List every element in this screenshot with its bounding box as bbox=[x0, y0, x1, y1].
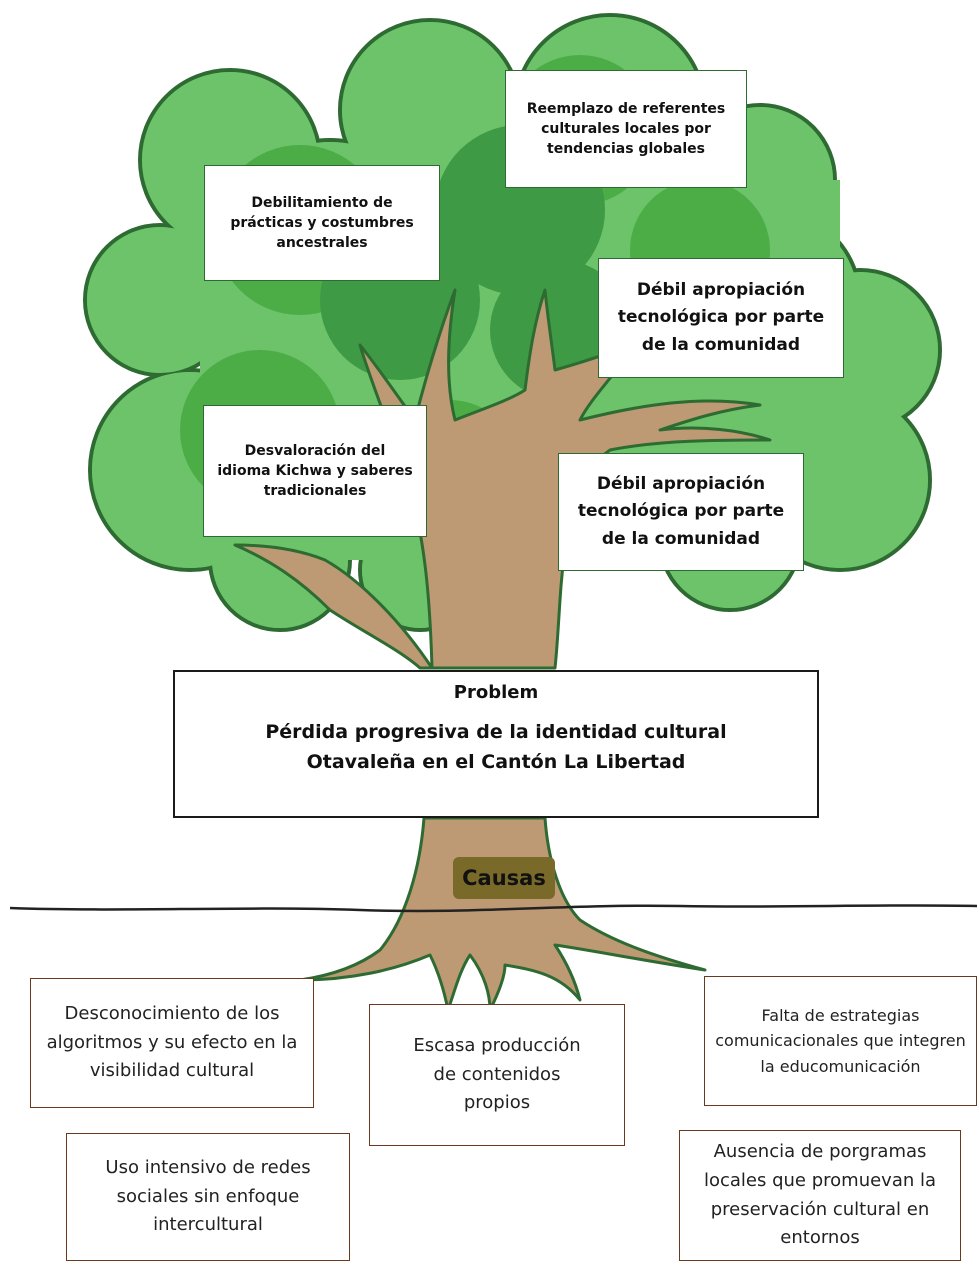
effect-box: Desvaloración del idioma Kichwa y sabere… bbox=[203, 405, 427, 537]
cause-text: Desconocimiento de los algoritmos y su e… bbox=[46, 1002, 298, 1082]
cause-box: Falta de estrategias comunicacionales qu… bbox=[704, 976, 977, 1106]
cause-text: Falta de estrategias comunicacionales qu… bbox=[715, 1005, 966, 1076]
ground-line bbox=[9, 904, 977, 913]
causas-label: Causas bbox=[462, 866, 546, 890]
problem-box: Problem Pérdida progresiva de la identid… bbox=[173, 670, 819, 818]
cause-box: Escasa producción de contenidos propios bbox=[369, 1004, 625, 1146]
cause-box: Ausencia de porgramas locales que promue… bbox=[679, 1130, 961, 1261]
effect-box: Débil apropiación tecnológica por parte … bbox=[598, 258, 844, 378]
effect-text: Desvaloración del idioma Kichwa y sabere… bbox=[217, 442, 413, 500]
cause-box: Uso intensivo de redes sociales sin enfo… bbox=[66, 1133, 350, 1261]
effect-text: Debilitamiento de prácticas y costumbres… bbox=[230, 194, 414, 252]
effect-text: Reemplazo de referentes culturales local… bbox=[526, 100, 726, 158]
effect-text: Débil apropiación tecnológica por parte … bbox=[577, 474, 785, 549]
cause-text: Uso intensivo de redes sociales sin enfo… bbox=[105, 1156, 311, 1236]
cause-text: Escasa producción de contenidos propios bbox=[413, 1034, 581, 1114]
effect-box: Debilitamiento de prácticas y costumbres… bbox=[204, 165, 440, 281]
problem-label: Problem bbox=[453, 682, 539, 703]
problem-text: Pérdida progresiva de la identidad cultu… bbox=[265, 721, 727, 774]
causas-badge: Causas bbox=[453, 857, 555, 899]
effect-box: Reemplazo de referentes culturales local… bbox=[505, 70, 747, 188]
effect-text: Débil apropiación tecnológica por parte … bbox=[617, 280, 825, 355]
cause-text: Ausencia de porgramas locales que promue… bbox=[703, 1140, 937, 1249]
effect-box: Débil apropiación tecnológica por parte … bbox=[558, 453, 804, 571]
cause-box: Desconocimiento de los algoritmos y su e… bbox=[30, 978, 314, 1108]
